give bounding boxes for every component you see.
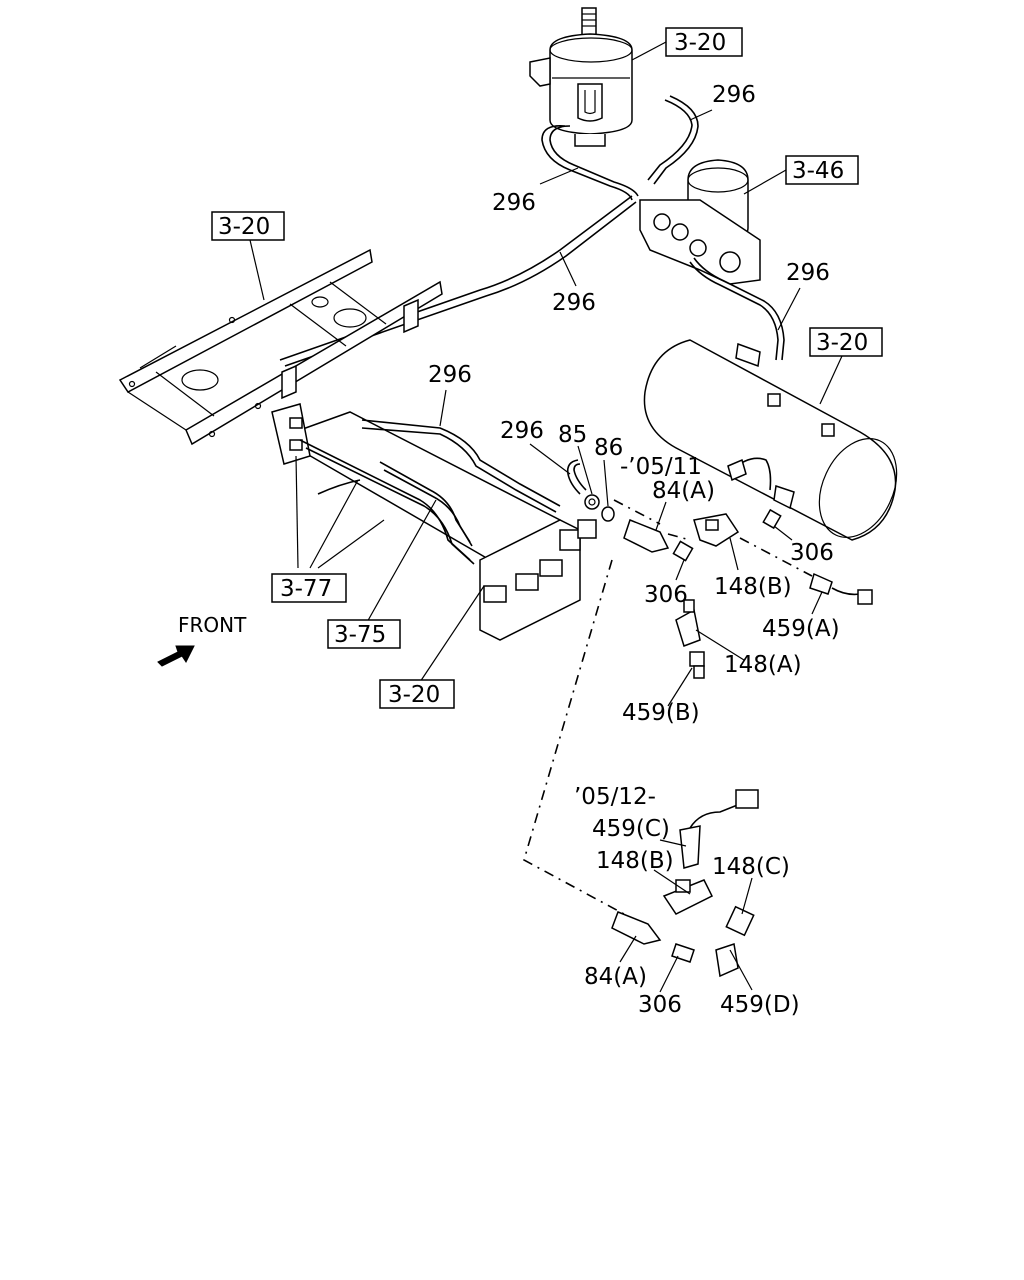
part-296-e: 296: [428, 362, 472, 388]
part-306-bottom: 306: [638, 992, 682, 1018]
part-296-f: 296: [500, 418, 544, 444]
part-148a: 148(A): [724, 652, 802, 678]
ref-box-tank: [809, 327, 883, 357]
part-459d: 459(D): [720, 992, 800, 1018]
ref-3-20-tank: 3-20: [816, 330, 868, 356]
parts-85-86: [584, 494, 615, 522]
date-upto: -’05/11: [620, 454, 702, 480]
part-86: 86: [594, 435, 623, 461]
ref-box-3-75: [327, 619, 401, 649]
lower-bracket: [271, 403, 597, 641]
air-tank: [643, 339, 898, 541]
part-296-a: 296: [712, 82, 756, 108]
part-148c: 148(C): [712, 854, 790, 880]
ref-3-75: 3-75: [334, 622, 386, 648]
fittings-lower: [611, 789, 759, 978]
ref-3-46: 3-46: [792, 158, 844, 184]
part-306-right: 306: [790, 540, 834, 566]
ref-3-20-top: 3-20: [674, 30, 726, 56]
front-arrow-icon: [157, 645, 195, 667]
ref-3-20-left: 3-20: [218, 214, 270, 240]
part-296-c: 296: [552, 290, 596, 316]
ref-box-top: [665, 27, 743, 57]
part-459b: 459(B): [622, 700, 700, 726]
part-296-d: 296: [786, 260, 830, 286]
ref-3-77: 3-77: [280, 576, 332, 602]
part-148b-top: 148(B): [714, 574, 792, 600]
ref-box-bottom: [379, 679, 455, 709]
part-84a-top: 84(A): [652, 478, 715, 504]
dash-lines: [523, 499, 813, 915]
ref-3-20-bottom: 3-20: [388, 682, 440, 708]
part-459a: 459(A): [762, 616, 840, 642]
part-85: 85: [558, 422, 587, 448]
ref-box-3-46: [785, 155, 859, 185]
date-from: ’05/12-: [574, 784, 656, 810]
ref-box-3-77: [271, 573, 347, 603]
front-label: FRONT: [178, 613, 247, 637]
part-84a-bottom: 84(A): [584, 964, 647, 990]
part-148b-bottom: 148(B): [596, 848, 674, 874]
air-dryer: [639, 159, 785, 361]
part-296-b: 296: [492, 190, 536, 216]
tube-296-small: [566, 459, 581, 495]
top-canister: [529, 7, 633, 147]
part-459c: 459(C): [592, 816, 670, 842]
chassis-frame: [118, 248, 443, 446]
part-306-mid: 306: [644, 582, 688, 608]
ref-box-left: [211, 211, 285, 241]
fittings-upper: [623, 508, 873, 679]
leader-lines: [249, 41, 843, 993]
